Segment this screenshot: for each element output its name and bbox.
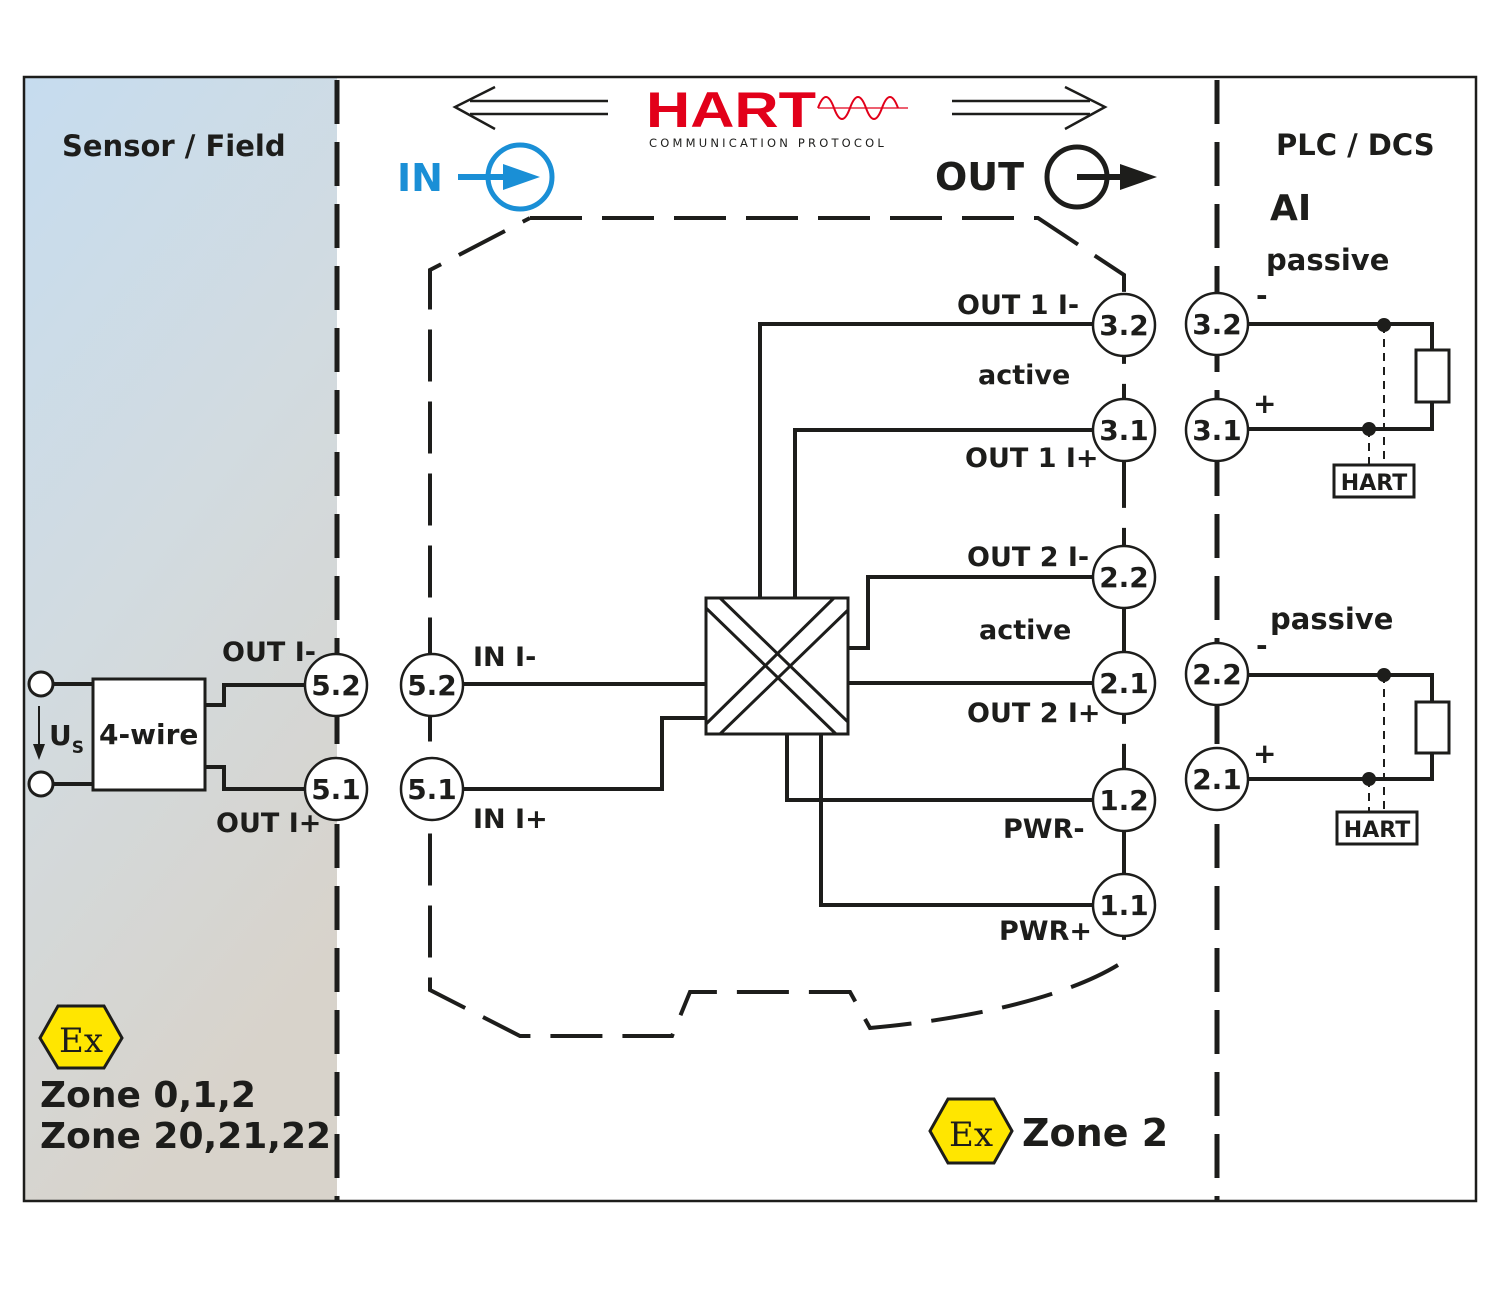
device-terminal-3-2: 3.2: [1091, 292, 1157, 358]
svg-text:1.2: 1.2: [1099, 784, 1149, 817]
plc-ch2-resistor-icon: [1414, 700, 1451, 755]
plc-ch1-plus: +: [1253, 387, 1276, 420]
bidirectional-left-arrow-icon: [452, 85, 608, 131]
input-arrow-icon: [458, 142, 555, 212]
plc-ch1-mode: passive: [1266, 243, 1389, 277]
device-terminal-5-2: 5.2: [399, 652, 465, 718]
device-zone-label: Zone 2: [1022, 1111, 1168, 1155]
svg-text:5.2: 5.2: [311, 669, 361, 702]
hart-logo: HART COMMUNICATION PROTOCOL: [646, 82, 908, 150]
out-label: OUT: [935, 155, 1024, 199]
plc-ch1-resistor-icon: [1414, 348, 1451, 404]
svg-text:5.1: 5.1: [311, 773, 361, 806]
pwr-neg-label: PWR-: [1003, 814, 1085, 845]
pwr-pos-label: PWR+: [999, 916, 1092, 947]
device-terminal-1-1: 1.1: [1091, 872, 1157, 938]
sensor-4wire-label: 4-wire: [99, 718, 198, 751]
svg-text:3.2: 3.2: [1099, 309, 1149, 342]
out1-mode-label: active: [978, 360, 1070, 391]
bidirectional-right-arrow-icon: [952, 85, 1108, 131]
hart-tagline: COMMUNICATION PROTOCOL: [649, 136, 887, 150]
hart-wave-icon: [817, 96, 899, 120]
sensor-terminal-5-2: 5.2: [303, 652, 369, 718]
device-housing-outline: [428, 216, 1126, 1038]
plc-ch2-mode: passive: [1270, 602, 1393, 636]
field-zone-title: Sensor / Field: [62, 129, 286, 163]
plc-ch2-plus: +: [1253, 737, 1276, 770]
svg-text:2.1: 2.1: [1099, 667, 1149, 700]
svg-text:3.1: 3.1: [1099, 414, 1149, 447]
device-terminal-5-1: 5.1: [399, 756, 465, 822]
plc-terminal-2-1: 2.1: [1184, 746, 1250, 812]
in-neg-label: IN I-: [473, 642, 536, 673]
svg-text:2.1: 2.1: [1192, 763, 1242, 796]
svg-text:2.2: 2.2: [1192, 658, 1242, 691]
svg-text:1.1: 1.1: [1099, 889, 1149, 922]
isolator-splitter-block: [704, 596, 850, 736]
in-pos-label: IN I+: [473, 804, 548, 835]
device-terminal-3-1: 3.1: [1091, 397, 1157, 463]
sensor-supply: [27, 670, 93, 798]
sensor-4wire-box: [91, 677, 207, 792]
field-zone-dust: Zone 20,21,22: [40, 1116, 331, 1157]
device-terminal-2-1: 2.1: [1091, 650, 1157, 716]
ex-hazard-icon: Ex: [928, 1097, 1014, 1165]
out2-pos-label: OUT 2 I+: [967, 698, 1101, 729]
plc-ch1-hart-box: [1332, 463, 1416, 499]
sensor-out-neg-label: OUT I-: [222, 637, 316, 668]
svg-text:5.2: 5.2: [407, 669, 457, 702]
plc-zone-title: PLC / DCS: [1276, 128, 1435, 162]
out1-neg-label: OUT 1 I-: [957, 290, 1079, 321]
plc-terminal-3-2: 3.2: [1184, 291, 1250, 357]
plc-terminal-3-1: 3.1: [1184, 397, 1250, 463]
out2-neg-label: OUT 2 I-: [967, 542, 1089, 573]
in-label: IN: [397, 156, 443, 200]
out1-pos-label: OUT 1 I+: [965, 443, 1099, 474]
hart-logo-text: HART: [646, 82, 816, 138]
svg-text:Ex: Ex: [949, 1115, 993, 1155]
plc-ch2-minus: -: [1256, 629, 1268, 662]
device-terminal-2-2: 2.2: [1091, 544, 1157, 610]
output-arrow-icon: [1044, 144, 1157, 210]
plc-ch1-hart-label: HART: [1341, 471, 1407, 496]
svg-text:3.1: 3.1: [1192, 414, 1242, 447]
plc-terminal-2-2: 2.2: [1184, 641, 1250, 707]
sensor-out-pos-label: OUT I+: [216, 808, 321, 839]
svg-text:Ex: Ex: [59, 1021, 103, 1061]
out2-mode-label: active: [979, 615, 1071, 646]
plc-ai-label: AI: [1270, 188, 1311, 229]
plc-ch2-hart-box: [1335, 810, 1419, 846]
field-zone-gas: Zone 0,1,2: [40, 1075, 256, 1116]
svg-text:2.2: 2.2: [1099, 561, 1149, 594]
device-terminal-1-2: 1.2: [1091, 767, 1157, 833]
supply-arrow-icon: [33, 744, 45, 760]
ex-hazard-icon: Ex: [38, 1004, 124, 1070]
sensor-terminal-5-1: 5.1: [303, 756, 369, 822]
supply-voltage-label: US: [49, 719, 84, 758]
svg-text:3.2: 3.2: [1192, 308, 1242, 341]
outer-frame: [22, 75, 1478, 1203]
plc-ch2-hart-label: HART: [1344, 818, 1410, 843]
plc-ch1-minus: -: [1256, 279, 1268, 312]
svg-text:5.1: 5.1: [407, 773, 457, 806]
